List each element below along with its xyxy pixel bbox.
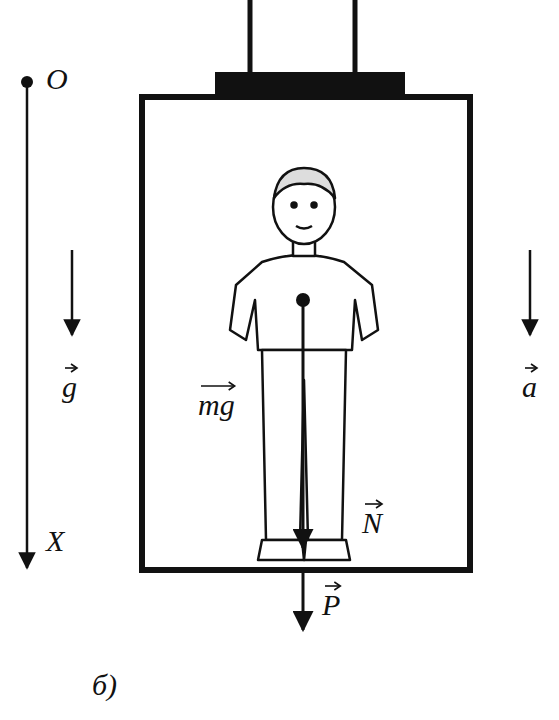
- pressure-label: P: [322, 590, 340, 620]
- vector-arrow: [62, 363, 77, 373]
- man-figure: [230, 168, 378, 560]
- x-axis: [26, 82, 29, 568]
- cable: [248, 0, 253, 74]
- pressure-force-arrow: [302, 572, 305, 630]
- weight-force-arrow: [302, 300, 305, 548]
- vector-arrow: [362, 499, 382, 509]
- gravity-arrow: [71, 250, 74, 335]
- acceleration-label: a: [522, 372, 537, 402]
- vector-arrow: [322, 581, 340, 591]
- weight-label: mg: [198, 390, 235, 420]
- gravity-label: g: [62, 372, 77, 402]
- cable: [353, 0, 358, 74]
- elevator-cabin: [142, 97, 470, 570]
- acceleration-arrow: [529, 250, 532, 335]
- origin-label: O: [46, 64, 68, 94]
- figure-letter: б): [92, 670, 117, 700]
- support-force-label: N: [362, 508, 382, 538]
- vector-arrow: [198, 381, 235, 391]
- axis-label: X: [46, 526, 64, 556]
- vector-arrow: [522, 363, 537, 373]
